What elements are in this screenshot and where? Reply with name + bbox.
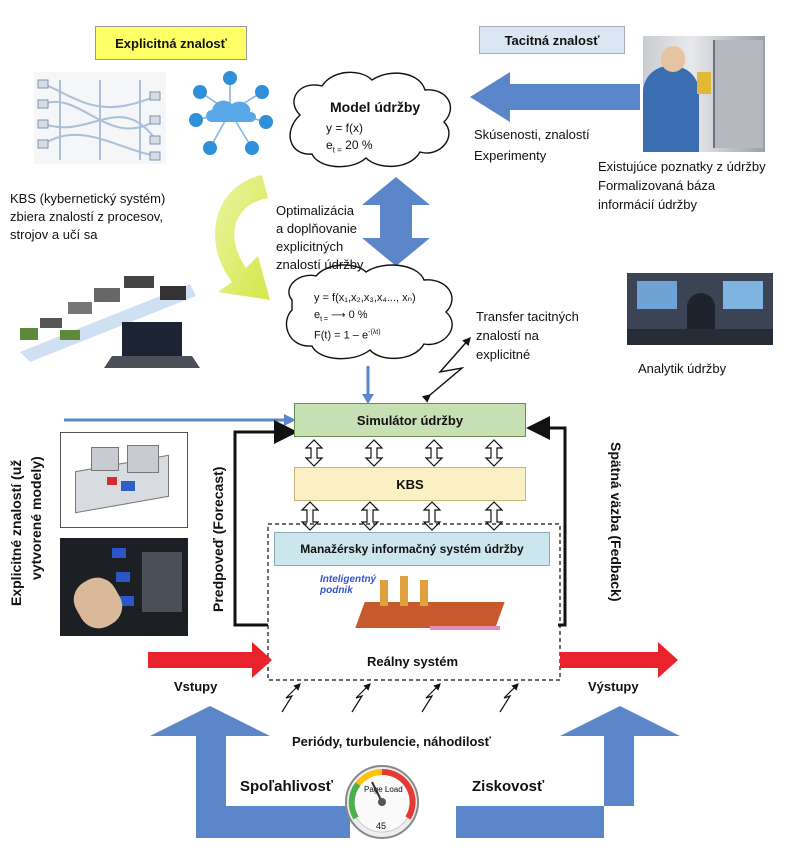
laptop-image xyxy=(104,322,200,368)
kbs-mis-arrows xyxy=(300,501,504,531)
cloud-computing-icon xyxy=(189,71,273,155)
tacit-to-model-arrow xyxy=(470,72,640,122)
analyst-photo xyxy=(627,273,773,345)
machine-model-image xyxy=(60,432,188,528)
optimization-text-1: Optimalizácia xyxy=(276,203,355,218)
transfer-text-2: znalostí na xyxy=(476,328,539,343)
gauge-value: 45 xyxy=(376,821,387,831)
simulator-kbs-arrows xyxy=(304,439,504,467)
kbs-description-2: zbiera znalostí z procesov, xyxy=(10,209,163,224)
input-red-arrow xyxy=(148,642,272,678)
model-title: Model údržby xyxy=(330,99,421,115)
right-arrow-icon: ⟶ xyxy=(331,310,346,321)
kbs-description-1: KBS (kybernetický systém) xyxy=(10,191,166,206)
real-system-label: Reálny systém xyxy=(367,654,459,669)
gauge-label: Page Load xyxy=(364,785,403,794)
cloud-to-simulator-head xyxy=(362,394,374,404)
feedback-loop-arrow xyxy=(526,416,567,627)
smart-factory-label: Inteligentný podnik xyxy=(320,574,377,596)
tacit-knowledge-label: Tacitná znalosť xyxy=(479,26,625,54)
experience-text-1: Skúsenosti, znalostí xyxy=(474,127,590,142)
optimization-text-3: explicitných xyxy=(276,239,344,254)
explicit-knowledge-label: Explicitná znalosť xyxy=(95,26,247,60)
transfer-zigzag-arrow xyxy=(421,336,471,403)
network-diagram-image xyxy=(34,72,166,164)
model-eq1: y = f(x) xyxy=(326,121,364,135)
model-cloud xyxy=(289,71,452,168)
optimization-text-4: znalostí údržby xyxy=(276,257,364,272)
reliability-label: Spoľahlivosť xyxy=(240,778,333,795)
hand-on-controls-photo xyxy=(60,538,188,636)
profitability-arrow xyxy=(456,706,680,838)
forecast-label: Predpoveď (Forecast) xyxy=(210,466,226,612)
cloud-eq1: y = f(x₁,x₂,x₃,x₄..., xₙ) xyxy=(314,292,416,304)
yellow-curved-arrow xyxy=(215,175,270,300)
feedback-label: Spätná väzba (Fedback) xyxy=(608,442,624,602)
periods-label: Periódy, turbulencie, náhodilosť xyxy=(292,734,491,749)
cloud-eq3: F(t) = 1 – e-(λt) xyxy=(314,329,381,342)
technician-photo xyxy=(643,36,765,152)
analyst-label: Analytik údržby xyxy=(638,361,727,376)
sensors-devices-image xyxy=(20,276,196,362)
simulator-box: Simulátor údržby xyxy=(294,403,526,437)
kbs-box: KBS xyxy=(294,467,526,501)
existing-knowledge-3: informácií údržby xyxy=(598,197,697,212)
smart-factory-image: Inteligentný podnik xyxy=(300,572,520,634)
disturbance-arrows xyxy=(281,683,519,713)
experience-text-2: Experimenty xyxy=(474,148,547,163)
model-optimization-double-arrow xyxy=(362,177,430,266)
page-load-gauge xyxy=(345,765,419,839)
reliability-arrow xyxy=(150,706,350,838)
forecast-loop-arrow xyxy=(233,420,298,627)
outputs-label: Výstupy xyxy=(588,679,639,694)
equations-cloud xyxy=(285,264,453,360)
transfer-text-3: explicitné xyxy=(476,347,531,362)
kbs-description-3: strojov a učí sa xyxy=(10,227,98,242)
profitability-label: Ziskovosť xyxy=(472,778,545,795)
explicit-models-label-1: Explicitné znalostí (už xyxy=(8,459,24,606)
cloud-eq2: et = ⟶ 0 % xyxy=(314,309,368,324)
existing-knowledge-2: Formalizovaná báza xyxy=(598,178,716,193)
mis-box: Manažérsky informačný systém údržby xyxy=(274,532,550,566)
optimization-text-2: a doplňovanie xyxy=(276,221,357,236)
inputs-label: Vstupy xyxy=(174,679,218,694)
model-eq2: et = 20 % xyxy=(326,138,373,155)
output-red-arrow xyxy=(560,642,678,678)
explicit-models-label-2: vytvorené modely) xyxy=(28,456,44,580)
existing-knowledge-1: Existujúce poznatky z údržby xyxy=(598,159,766,174)
transfer-text-1: Transfer tacitných xyxy=(476,309,579,324)
